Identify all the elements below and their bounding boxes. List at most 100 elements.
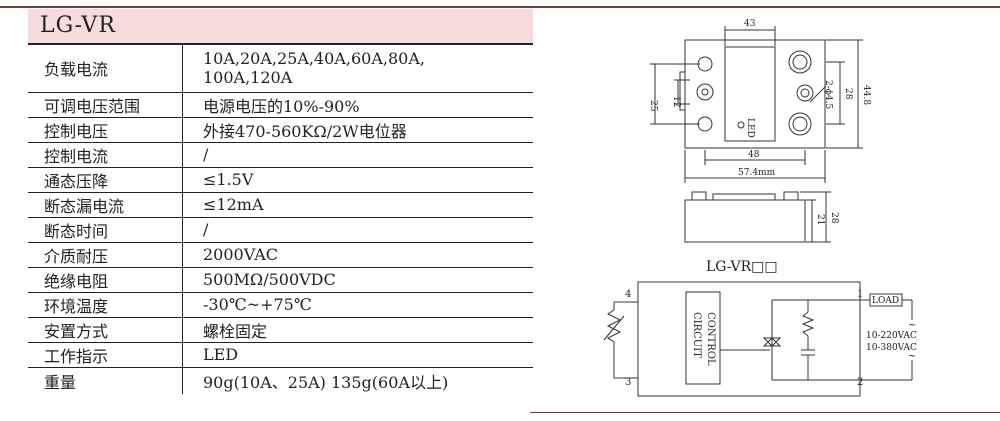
terminal-screw (697, 56, 713, 72)
load-label: LOAD (872, 296, 899, 306)
spec-label: 介质耐压 (28, 242, 183, 268)
led-indicator (737, 121, 745, 129)
vac-1: 10-220VAC (866, 331, 917, 341)
spec-label: 断态时间 (28, 217, 183, 243)
terminal-screw (701, 88, 709, 96)
load-box (869, 293, 903, 307)
spec-label: 绝缘电阻 (28, 267, 183, 293)
spec-value: / (182, 217, 533, 243)
spec-row: 控制电流 / (28, 142, 533, 168)
spec-value-line: / (203, 145, 209, 164)
spec-label: 控制电压 (28, 117, 183, 143)
spec-value-line: LED (203, 345, 239, 364)
spec-row: 断态时间 / (28, 217, 533, 243)
terminal-screw (792, 116, 808, 132)
spec-row: 绝缘电阻 500MΩ/500VDC (28, 267, 533, 293)
dim-bottom-outer: 57.4mm (738, 168, 776, 178)
tilde-top: ~ (908, 320, 916, 331)
dim-bottom-inner: 48 (748, 150, 760, 160)
spec-label: 工作指示 (28, 342, 183, 368)
circuit-model: LG-VR□□ (706, 259, 778, 275)
spec-value-line: 电源电压的10%-90% (203, 96, 360, 116)
spec-value: 外接470-560KΩ/2W电位器 (182, 117, 533, 143)
spec-value-line: ≤1.5V (203, 170, 254, 189)
dim-right-outer: 44.8 (861, 85, 871, 105)
mount-hole (800, 88, 810, 98)
potentiometer (606, 301, 638, 379)
dim-inner-left: 12 (671, 96, 681, 107)
spec-label: 负载电流 (28, 44, 183, 93)
dim-left: 25 (648, 100, 658, 112)
vac-2: 10-380VAC (866, 343, 917, 353)
top-rule (0, 6, 1000, 8)
spec-value: 10A,20A,25A,40A,60A,80A,100A,120A (182, 44, 533, 93)
led-label: LED (745, 118, 755, 138)
top-view-body (684, 39, 826, 149)
spec-value-line: 10A,20A,25A,40A,60A,80A, (203, 48, 425, 68)
spec-value-line: 2000VAC (203, 245, 278, 264)
dim-holes: 2-ϕ4.5 (823, 80, 833, 109)
spec-value: / (182, 142, 533, 168)
spec-label: 控制电流 (28, 142, 183, 168)
spec-value: 90g(10A、25A) 135g(60A以上) (183, 367, 534, 394)
spec-value-line: ≤12mA (203, 195, 264, 214)
terminal-screw (696, 83, 714, 101)
top-view-window (724, 46, 776, 142)
spec-value: LED (182, 342, 533, 368)
spec-row: 可调电压范围电源电压的10%-90% (28, 92, 533, 118)
pin-3: 3 (625, 377, 631, 388)
spec-label: 可调电压范围 (28, 92, 183, 118)
spec-row: 通态压降 ≤1.5V (28, 167, 533, 193)
spec-value-line: 螺栓固定 (203, 321, 268, 341)
mount-hole (796, 84, 814, 102)
snubber-resistor (801, 311, 815, 337)
side-dim-inner: 21 (815, 214, 825, 225)
terminal-screw (697, 116, 713, 132)
tilde-bottom: ~ (908, 351, 916, 362)
terminal-screw (792, 54, 808, 70)
spec-value-line: / (203, 220, 209, 239)
control-label-1: CONTROL (705, 312, 716, 366)
spec-value: 螺栓固定 (182, 317, 533, 343)
spec-row: 安置方式螺栓固定 (28, 317, 533, 343)
title-band: LG-VR (28, 9, 533, 45)
triac-symbol (762, 337, 782, 347)
side-view-body (684, 199, 806, 243)
terminal-screw (788, 50, 812, 74)
dim-top: 43 (744, 19, 756, 29)
spec-row: 工作指示 LED (28, 342, 533, 368)
spec-value-line: 100A,120A (203, 67, 293, 87)
spec-value: 2000VAC (182, 242, 533, 268)
spec-label: 环境温度 (28, 292, 183, 318)
control-circuit-box (685, 291, 721, 385)
spec-row: 介质耐压 2000VAC (28, 242, 533, 268)
page-title: LG-VR (40, 13, 116, 38)
pin-2: 2 (857, 377, 863, 388)
bottom-rule (530, 412, 1000, 413)
side-dim-outer: 28 (829, 212, 839, 224)
spec-row: 断态漏电流 ≤12mA (28, 192, 533, 218)
spec-value: ≤1.5V (182, 167, 533, 193)
spec-value-line: 外接470-560KΩ/2W电位器 (203, 121, 407, 141)
spec-row: 环境温度 -30℃~+75℃ (28, 292, 533, 318)
side-terminal (691, 191, 707, 201)
spec-value-line: 90g(10A、25A) 135g(60A以上) (203, 372, 449, 392)
spec-value-line: 500MΩ/500VDC (203, 270, 336, 289)
spec-value: 电源电压的10%-90% (182, 92, 533, 118)
pin-4: 4 (625, 289, 631, 300)
circuit-frame (637, 281, 861, 397)
spec-value: 500MΩ/500VDC (182, 267, 533, 293)
spec-row: 重量 90g(10A、25A) 135g(60A以上) (28, 367, 533, 394)
spec-label: 通态压降 (28, 167, 183, 193)
spec-label: 断态漏电流 (28, 192, 183, 218)
dim-right-inner: 28 (843, 88, 853, 100)
spec-label: 重量 (28, 367, 183, 394)
spec-value: -30℃~+75℃ (182, 292, 533, 318)
pin-1: 1 (857, 289, 863, 300)
control-label-2: CIRCUIT (691, 312, 702, 358)
spec-row: 控制电压外接470-560KΩ/2W电位器 (28, 117, 533, 143)
spec-value-line: -30℃~+75℃ (203, 295, 312, 314)
side-view-cover (712, 193, 776, 201)
